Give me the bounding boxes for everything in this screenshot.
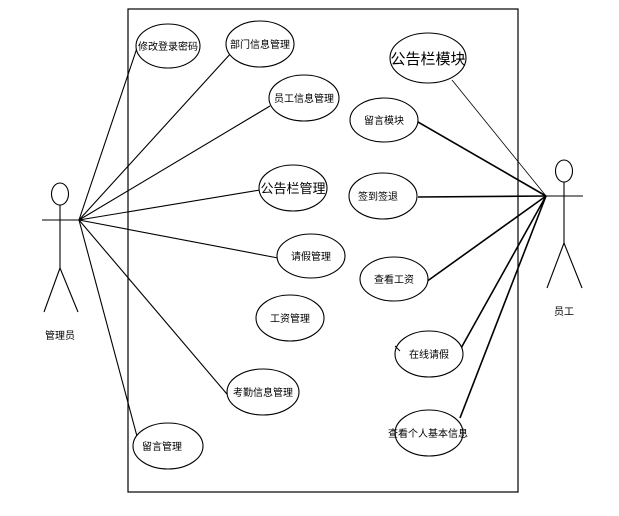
use-case-view-salary: 查看工资 (359, 256, 429, 302)
assoc-admin-message-admin (78, 219, 139, 441)
actor-employee-label: 员工 (554, 306, 574, 318)
actor-employee-head (554, 159, 574, 183)
use-case-view-profile-label: 查看个人基本信息 (388, 427, 468, 440)
use-case-notice-module-label: 公告栏模块 (390, 50, 465, 68)
assoc-admin-staff-info (78, 105, 271, 221)
use-case-online-leave: 在线请假 (394, 330, 464, 378)
actor-employee-left-leg (546, 242, 565, 289)
assoc-employee-message-module (417, 121, 547, 197)
actor-admin-left-leg (43, 267, 61, 313)
use-case-message-admin: 留言管理 (132, 422, 204, 470)
use-case-message-module: 留言模块 (349, 97, 419, 143)
use-case-leave-admin: 请假管理 (276, 233, 346, 279)
assoc-employee-sign-in (417, 195, 547, 198)
online-leave-tick (394, 345, 401, 352)
use-case-dept-info-label: 部门信息管理 (230, 38, 290, 51)
actor-employee-right-leg (563, 242, 583, 289)
use-case-salary-admin-label: 工资管理 (270, 312, 310, 325)
assoc-employee-online-leave (459, 195, 547, 351)
use-case-sign-in-label: 签到签退 (358, 190, 398, 203)
use-case-change-password: 修改登录密码 (135, 23, 201, 69)
use-case-notice-module: 公告栏模块 (389, 32, 467, 84)
admin-associations (78, 44, 279, 441)
system-boundary (127, 8, 519, 493)
use-case-message-admin-label: 留言管理 (142, 440, 182, 453)
actor-admin-right-leg (59, 267, 79, 313)
employee-associations (417, 79, 547, 419)
use-case-view-profile: 查看个人基本信息 (388, 409, 468, 457)
actor-admin-label: 管理员 (45, 329, 75, 342)
assoc-admin-notice-admin (78, 189, 261, 221)
use-case-notice-admin: 公告栏管理 (258, 164, 328, 212)
actor-admin (42, 182, 79, 313)
actor-employee (546, 159, 583, 289)
use-case-dept-info: 部门信息管理 (225, 20, 295, 68)
use-case-attendance-admin-label: 考勤信息管理 (233, 386, 293, 399)
assoc-admin-change-password (78, 44, 139, 221)
assoc-employee-view-salary (425, 195, 547, 283)
use-case-sign-in: 签到签退 (348, 172, 418, 220)
use-case-staff-info: 员工信息管理 (268, 74, 340, 122)
use-case-change-password-label: 修改登录密码 (138, 40, 198, 53)
assoc-admin-attendance-admin (78, 219, 233, 401)
use-case-leave-admin-label: 请假管理 (291, 250, 331, 263)
use-case-attendance-admin: 考勤信息管理 (226, 368, 300, 416)
actor-admin-head (50, 182, 70, 206)
assoc-admin-dept-info (78, 51, 233, 221)
use-case-notice-admin-label: 公告栏管理 (260, 182, 325, 197)
use-case-online-leave-label: 在线请假 (409, 348, 449, 361)
use-case-salary-admin: 工资管理 (255, 294, 325, 342)
assoc-admin-leave-admin (78, 219, 279, 259)
use-case-staff-info-label: 员工信息管理 (274, 92, 334, 105)
use-case-view-salary-label: 查看工资 (374, 273, 414, 286)
use-case-message-module-label: 留言模块 (364, 114, 404, 127)
assoc-employee-view-profile (459, 195, 547, 419)
assoc-employee-notice-module (451, 79, 547, 197)
